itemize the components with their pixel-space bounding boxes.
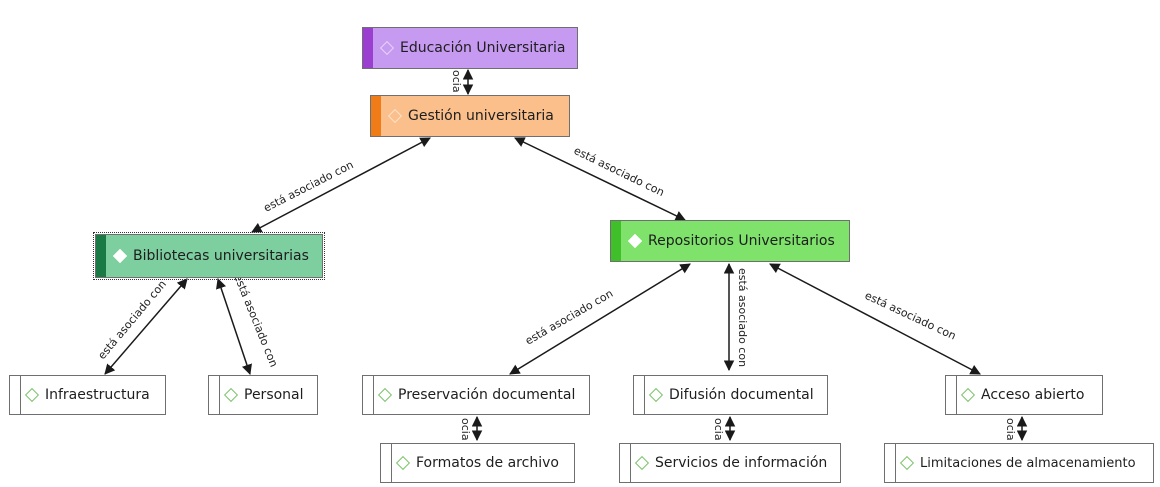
diamond-icon <box>648 387 664 403</box>
node-bracket <box>956 376 957 414</box>
node-label: Bibliotecas universitarias <box>133 248 309 264</box>
node-label: Preservación documental <box>398 387 576 403</box>
diamond-icon <box>223 387 239 403</box>
edge-label-preservacion-formatos: ocia <box>459 418 472 441</box>
edge-gestion-repositorios <box>514 137 686 221</box>
node-difusion-documental[interactable]: Difusión documental <box>633 375 828 415</box>
diamond-icon <box>395 455 411 471</box>
node-label: Acceso abierto <box>981 387 1085 403</box>
edge-bibliotecas-infraestructura <box>104 278 188 375</box>
node-limitaciones-de-almacenamiento[interactable]: Limitaciones de almacenamiento <box>884 443 1154 483</box>
diamond-icon <box>627 233 643 249</box>
node-preservacion-documental[interactable]: Preservación documental <box>362 375 590 415</box>
edge-repositorios-acceso <box>769 263 981 375</box>
node-bibliotecas-universitarias[interactable]: Bibliotecas universitarias <box>93 232 325 280</box>
diamond-icon <box>377 387 393 403</box>
diamond-icon <box>634 455 650 471</box>
node-color-bar <box>371 96 381 136</box>
diamond-icon <box>24 387 40 403</box>
node-bracket <box>630 444 631 482</box>
node-color-bar <box>96 235 106 277</box>
node-label: Educación Universitaria <box>400 40 566 56</box>
node-repositorios-universitarios[interactable]: Repositorios Universitarios <box>610 220 850 262</box>
node-label: Limitaciones de almacenamiento <box>920 455 1136 471</box>
node-label: Difusión documental <box>669 387 814 403</box>
edge-label-gestion-bibliotecas: está asociado con <box>261 158 355 215</box>
edge-label-repositorios-difusion: está asociado con <box>736 268 749 367</box>
node-bracket <box>895 444 896 482</box>
edge-gestion-bibliotecas <box>251 137 431 233</box>
edge-label-educacion-gestion: ocia <box>450 70 463 93</box>
node-label: Formatos de archivo <box>416 455 559 471</box>
node-bracket <box>219 376 220 414</box>
node-gestion-universitaria[interactable]: Gestión universitaria <box>370 95 570 137</box>
node-label: Personal <box>244 387 304 403</box>
node-servicios-de-informacion[interactable]: Servicios de información <box>619 443 841 483</box>
diamond-icon <box>899 455 915 471</box>
node-personal[interactable]: Personal <box>208 375 318 415</box>
node-formatos-de-archivo[interactable]: Formatos de archivo <box>380 443 575 483</box>
node-bracket <box>644 376 645 414</box>
node-acceso-abierto[interactable]: Acceso abierto <box>945 375 1103 415</box>
node-label: Repositorios Universitarios <box>648 233 835 249</box>
node-label: Servicios de información <box>655 455 828 471</box>
edge-repositorios-preservacion <box>509 263 691 375</box>
edge-label-repositorios-acceso: está asociado con <box>863 289 958 343</box>
edge-label-difusion-servicios: ocia <box>712 418 725 441</box>
node-bracket <box>373 376 374 414</box>
diamond-icon <box>112 248 128 264</box>
edge-label-acceso-limitaciones: ocia <box>1004 418 1017 441</box>
diamond-icon <box>960 387 976 403</box>
edge-label-bibliotecas-infraestructura: está asociado con <box>95 278 169 362</box>
node-infraestructura[interactable]: Infraestructura <box>9 375 166 415</box>
edge-bibliotecas-personal <box>216 278 252 375</box>
node-educacion-universitaria[interactable]: Educación Universitaria <box>362 27 578 69</box>
edge-label-bibliotecas-personal: está asociado con <box>231 272 280 369</box>
diamond-icon <box>379 40 395 56</box>
node-color-bar <box>611 221 621 261</box>
node-color-bar <box>363 28 373 68</box>
node-bracket <box>391 444 392 482</box>
diamond-icon <box>387 108 403 124</box>
node-label: Gestión universitaria <box>408 108 554 124</box>
node-label: Infraestructura <box>45 387 150 403</box>
node-bracket <box>20 376 21 414</box>
